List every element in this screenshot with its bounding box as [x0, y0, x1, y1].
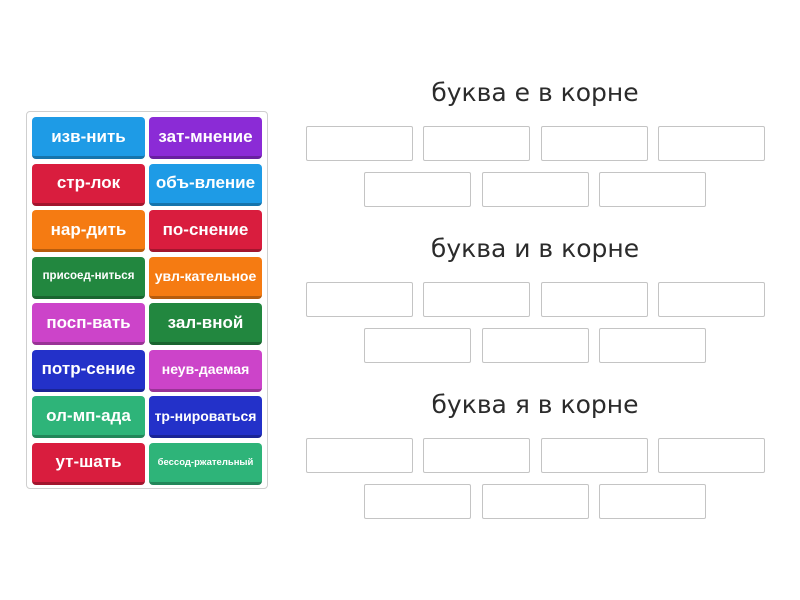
drop-slot[interactable] — [423, 282, 530, 317]
word-tile[interactable]: изв-нить — [32, 117, 145, 159]
word-tile[interactable]: нар-дить — [32, 210, 145, 252]
drop-slot[interactable] — [306, 126, 413, 161]
drop-slot[interactable] — [364, 172, 471, 207]
group-title: буква и в корне — [430, 234, 640, 263]
word-tile[interactable]: посп-вать — [32, 303, 145, 345]
drop-slot[interactable] — [658, 126, 765, 161]
drop-slot[interactable] — [658, 438, 765, 473]
drop-slot[interactable] — [599, 172, 706, 207]
word-tile[interactable]: стр-лок — [32, 163, 145, 206]
tile-grid: изв-нить зат-мнение стр-лок объ-вление н… — [32, 117, 262, 485]
drop-slot[interactable] — [482, 172, 589, 207]
word-tile[interactable]: неув-даемая — [149, 349, 262, 392]
drop-slot[interactable] — [541, 282, 648, 317]
word-tile[interactable]: объ-вление — [149, 163, 262, 206]
group-title: буква я в корне — [431, 390, 639, 419]
word-tile[interactable]: увл-кательное — [149, 256, 262, 299]
drop-slot[interactable] — [482, 328, 589, 363]
drop-slot[interactable] — [423, 438, 530, 473]
word-tile[interactable]: зат-мнение — [149, 117, 262, 159]
drop-slot[interactable] — [482, 484, 589, 519]
tile-panel: изв-нить зат-мнение стр-лок объ-вление н… — [26, 111, 268, 489]
word-tile[interactable]: зал-вной — [149, 303, 262, 345]
drop-slot[interactable] — [541, 438, 648, 473]
word-tile[interactable]: тр-нироваться — [149, 396, 262, 438]
group-title: буква е в корне — [431, 78, 639, 107]
drop-slot[interactable] — [364, 328, 471, 363]
word-tile[interactable]: ут-шать — [32, 442, 145, 485]
word-tile[interactable]: ол-мп-ада — [32, 396, 145, 438]
drop-slot[interactable] — [599, 328, 706, 363]
word-tile[interactable]: бессод-ржательный — [149, 442, 262, 485]
drop-slot[interactable] — [658, 282, 765, 317]
word-tile[interactable]: присоед-ниться — [32, 256, 145, 299]
word-tile[interactable]: по-снение — [149, 210, 262, 252]
drop-slot[interactable] — [541, 126, 648, 161]
drop-slot[interactable] — [599, 484, 706, 519]
drop-slot[interactable] — [364, 484, 471, 519]
word-tile[interactable]: потр-сение — [32, 349, 145, 392]
drop-slot[interactable] — [306, 438, 413, 473]
drop-slot[interactable] — [423, 126, 530, 161]
drop-slot[interactable] — [306, 282, 413, 317]
